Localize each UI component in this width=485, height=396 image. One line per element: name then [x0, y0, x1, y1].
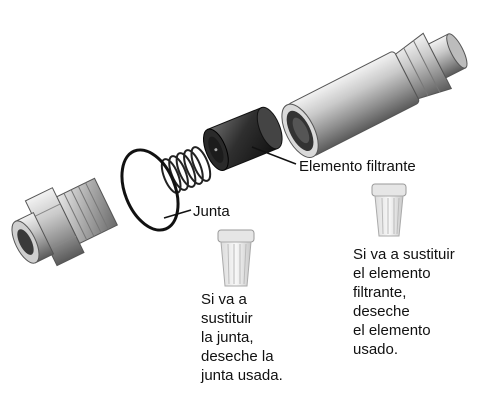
filter-element: [202, 106, 283, 171]
gasket-note-line: la junta,: [201, 329, 254, 346]
gasket-note-line: Si va a: [201, 291, 247, 308]
element-note-line: Si va a sustituir: [353, 246, 455, 263]
leader-line-gasket: [163, 209, 192, 219]
element-note: Si va a sustituir el elemento filtrante,…: [353, 245, 455, 359]
element-label: Elemento filtrante: [299, 158, 416, 175]
discard-filter-icon: [371, 183, 407, 237]
gasket-label: Junta: [193, 203, 230, 220]
element-note-line: usado.: [353, 341, 399, 358]
leader-line-element: [251, 146, 297, 165]
element-note-line: filtrante,: [353, 284, 407, 301]
element-note-line: el elemento: [353, 265, 431, 282]
gasket-note-line: deseche la: [201, 348, 274, 365]
element-note-line: el elemento: [353, 322, 431, 339]
inlet-fitting: [11, 177, 118, 267]
gasket-note-line: junta usada.: [201, 367, 283, 384]
gasket-o-ring: [120, 148, 180, 232]
filter-housing: [281, 32, 468, 158]
gasket-note: Si va a sustituir la junta, deseche la j…: [201, 290, 283, 385]
gasket-note-line: sustituir: [201, 310, 253, 327]
element-note-line: deseche: [353, 303, 410, 320]
discard-filter-icon: [217, 229, 255, 287]
